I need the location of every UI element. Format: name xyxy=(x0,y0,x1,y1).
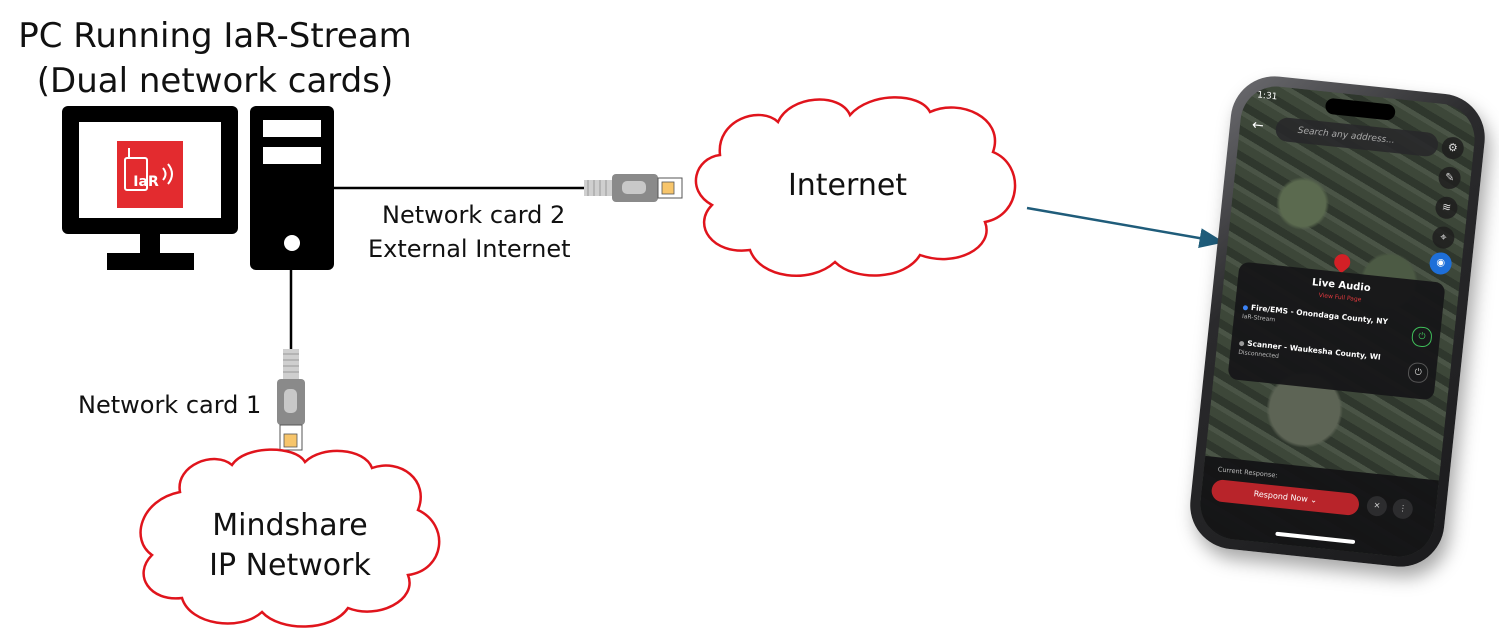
layers-icon[interactable]: ≋ xyxy=(1434,195,1459,220)
more-options-icon[interactable]: ⋮ xyxy=(1391,497,1414,520)
live-audio-panel: Live Audio View Full Page Fire/EMS - Ono… xyxy=(1227,261,1446,401)
phone-screen: 1:31 ← Search any address... ⚙ ✎ ≋ ⌖ ◉ L… xyxy=(1196,82,1479,561)
recenter-icon[interactable]: ⌖ xyxy=(1431,225,1456,250)
ethernet-connector-card2-icon xyxy=(584,174,683,202)
mindshare-cloud-icon xyxy=(139,448,441,628)
cancel-response-icon[interactable]: ✕ xyxy=(1365,495,1388,518)
iar-logo-icon xyxy=(117,141,183,208)
power-button-icon[interactable]: ⏻ xyxy=(1407,361,1430,384)
map-marker-icon[interactable] xyxy=(1330,250,1354,274)
ethernet-connector-card1-icon xyxy=(277,349,305,451)
mindshare-label-line1: Mindshare xyxy=(212,508,368,543)
current-response-label: Current Response: xyxy=(1217,465,1278,480)
pc-title-line2: (Dual network cards) xyxy=(36,61,394,101)
connection-arrow xyxy=(1026,206,1225,248)
feed-status-dot xyxy=(1242,304,1249,311)
address-search-input[interactable]: Search any address... xyxy=(1274,116,1440,158)
internet-cloud-icon xyxy=(694,96,1017,277)
feed-status-dot xyxy=(1238,340,1245,346)
status-time: 1:31 xyxy=(1256,90,1278,103)
card2-label-line2: External Internet xyxy=(368,235,571,263)
internet-cloud-label: Internet xyxy=(787,168,908,203)
edit-icon[interactable]: ✎ xyxy=(1437,165,1462,191)
settings-gear-icon[interactable]: ⚙ xyxy=(1440,136,1465,161)
current-response-panel: Current Response: Respond Now ⌄ ✕ ⋮ xyxy=(1196,455,1439,561)
home-indicator xyxy=(1274,531,1355,544)
respond-now-label: Respond Now xyxy=(1253,489,1309,504)
iar-logo-text: IaR xyxy=(133,174,159,190)
respond-now-button[interactable]: Respond Now ⌄ xyxy=(1210,478,1361,517)
pc-tower-icon xyxy=(250,106,334,270)
mindshare-label-line2: IP Network xyxy=(209,548,371,583)
back-arrow-icon[interactable]: ← xyxy=(1251,117,1265,135)
pc-title: PC Running IaR-Stream (Dual network card… xyxy=(0,14,430,104)
card1-label: Network card 1 xyxy=(78,391,262,419)
mindshare-cloud-label: Mindshare IP Network xyxy=(180,506,400,586)
card2-label-line1: Network card 2 xyxy=(382,201,566,229)
phone-mockup: 1:31 ← Search any address... ⚙ ✎ ≋ ⌖ ◉ L… xyxy=(1185,71,1490,572)
location-pin-icon[interactable]: ◉ xyxy=(1428,251,1453,276)
pc-title-line1: PC Running IaR-Stream xyxy=(18,16,412,56)
power-button-icon[interactable]: ⏻ xyxy=(1410,325,1433,348)
